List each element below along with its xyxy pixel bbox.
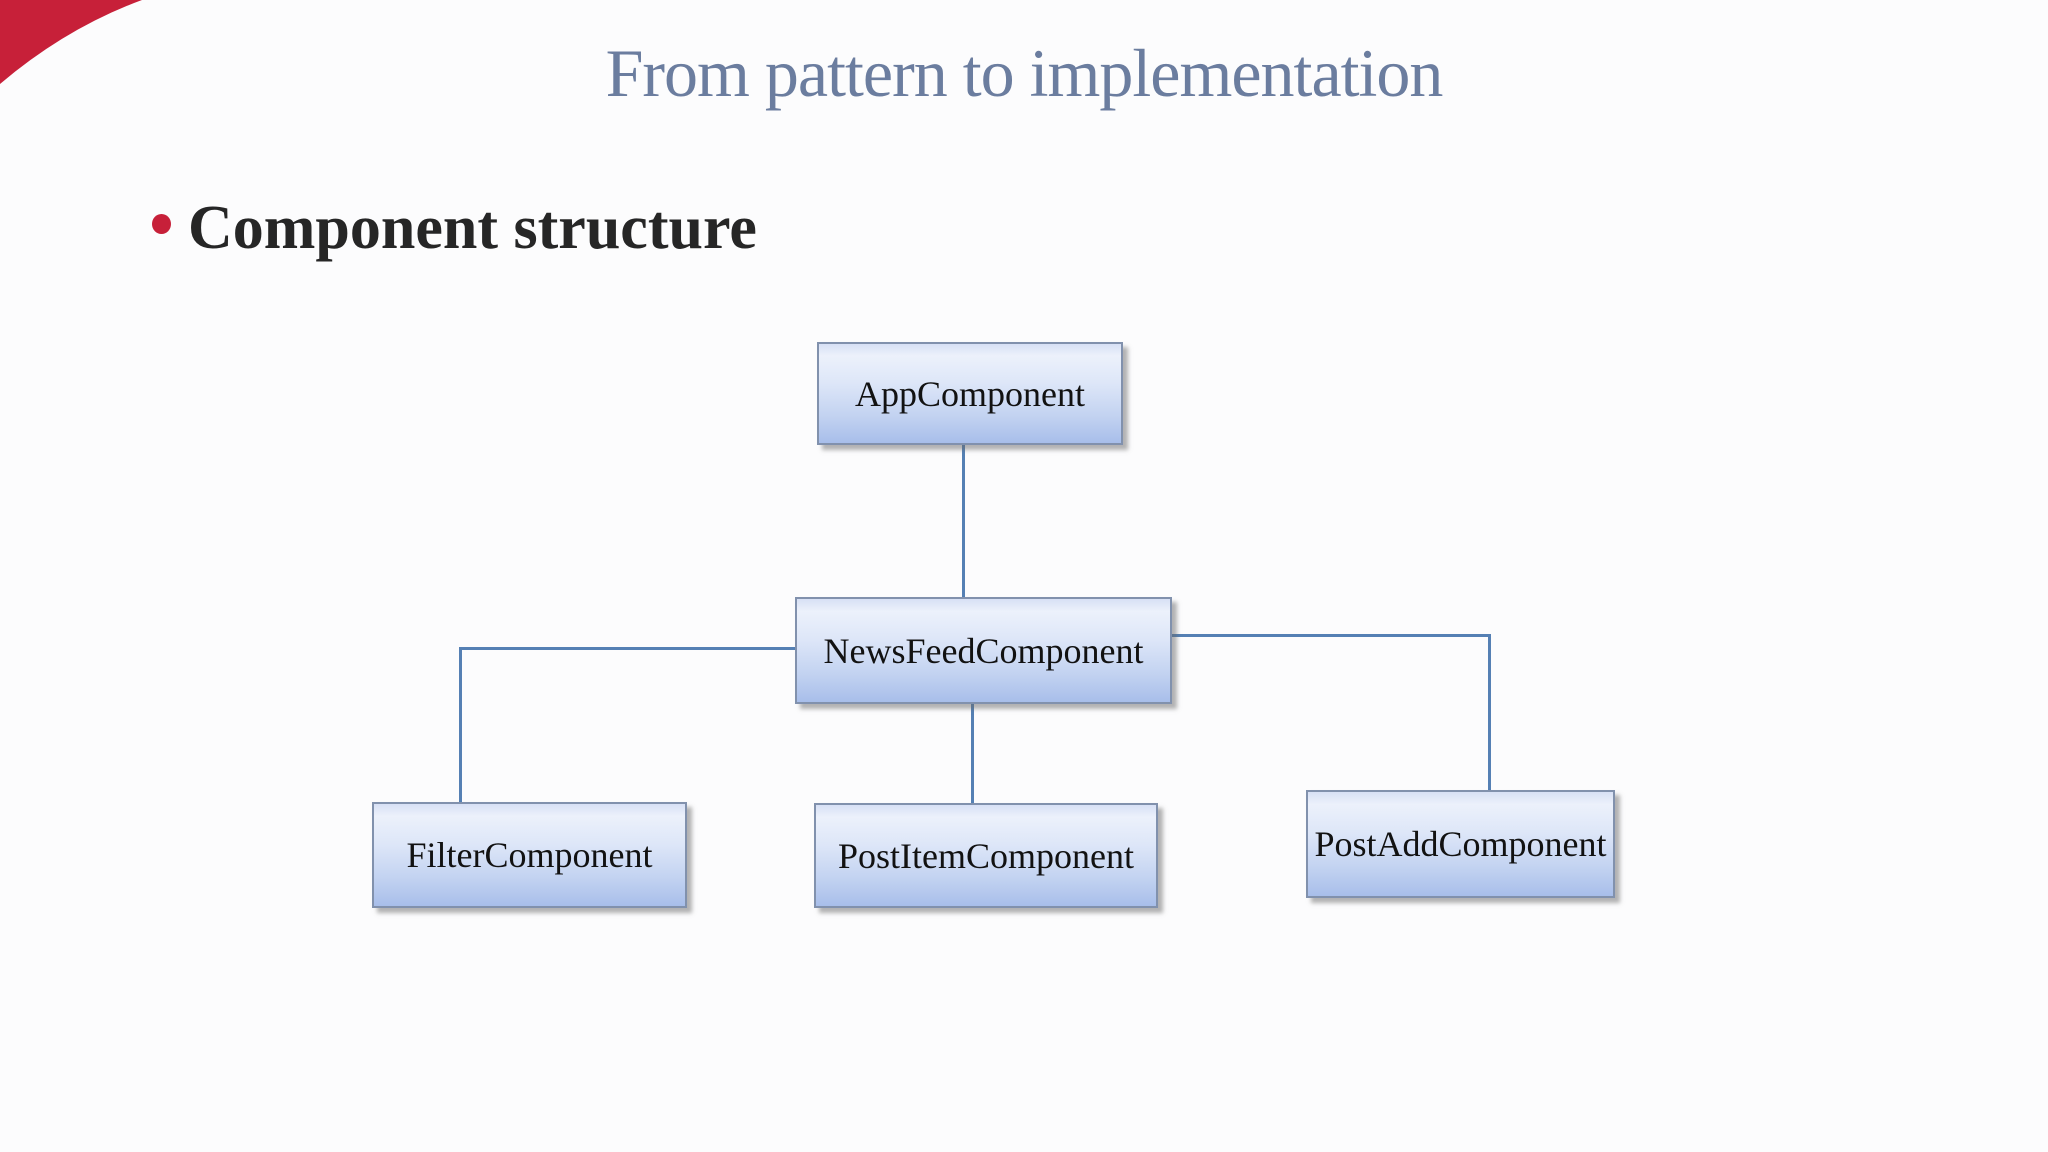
bullet-dot-icon — [152, 214, 171, 234]
bullet-row: Component structure — [152, 192, 757, 264]
diagram-node-filtercomponent: FilterComponent — [372, 802, 687, 908]
connector-newsfeed-to-filter-vertical — [459, 647, 462, 804]
diagram-node-appcomponent: AppComponent — [817, 342, 1123, 445]
page-title: From pattern to implementation — [605, 35, 1444, 111]
bullet-label: Component structure — [188, 194, 757, 262]
diagram-node-newsfeedcomponent: NewsFeedComponent — [795, 597, 1172, 704]
connector-newsfeed-to-postitem — [971, 701, 974, 805]
connector-newsfeed-to-postadd-vertical — [1488, 634, 1491, 792]
connector-newsfeed-to-postadd-horizontal — [1170, 634, 1491, 637]
connector-app-to-newsfeed — [962, 444, 965, 599]
corner-accent-shape — [0, 0, 142, 84]
diagram-node-postitemcomponent: PostItemComponent — [814, 803, 1158, 908]
diagram-node-postaddcomponent: PostAddComponent — [1306, 790, 1615, 898]
connector-newsfeed-to-filter-horizontal — [459, 647, 797, 650]
